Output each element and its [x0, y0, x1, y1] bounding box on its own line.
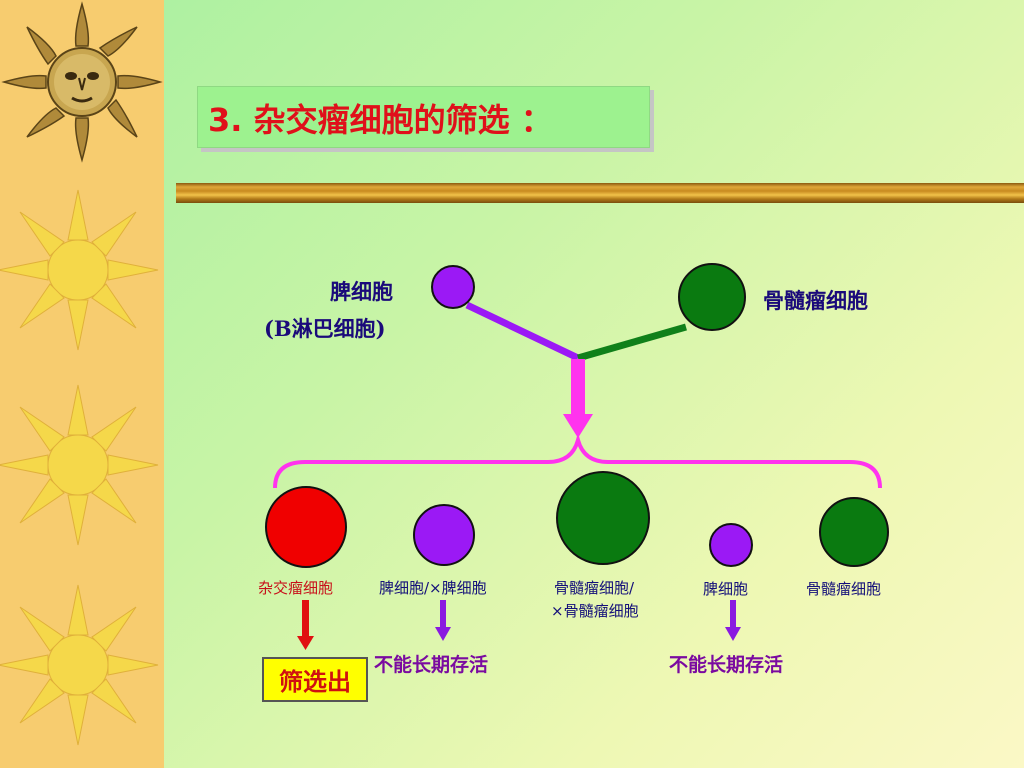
not-survive-right-arrow-head [725, 627, 741, 641]
selected-result-box: 筛选出 [262, 657, 368, 702]
selected-result-label: 筛选出 [279, 668, 351, 696]
not-survive-right-label: 不能长期存活 [669, 654, 784, 676]
myeloma-myeloma-fusion-cell [556, 471, 650, 565]
product-label-hybridoma: 杂交瘤细胞 [258, 579, 334, 597]
product-label-myeloma: 骨髓瘤细胞 [806, 580, 882, 598]
myeloma-cell-label: 骨髓瘤细胞 [763, 288, 868, 313]
spleen-cell-label: 脾细胞 [330, 279, 393, 304]
fusion-arrow-shaft [571, 359, 585, 416]
hybridoma-cell [265, 486, 347, 568]
title-box: 3. 杂交瘤细胞的筛选 ： [197, 86, 650, 148]
sun-icon [0, 189, 159, 351]
spleen-connector [465, 301, 580, 362]
slide-title: 3. 杂交瘤细胞的筛选 ： [208, 101, 553, 139]
spleen-cell [431, 265, 475, 309]
divider-rule [176, 183, 1024, 203]
product-brace [273, 432, 882, 489]
sun-icon [0, 584, 159, 746]
spleen-cell-sublabel: (B淋巴细胞) [264, 316, 386, 341]
product-label-spleen-spleen: 脾细胞/×脾细胞 [379, 579, 487, 597]
unfused-myeloma-cell [819, 497, 889, 567]
not-survive-left-arrow-head [435, 627, 451, 641]
sun-face-icon [1, 1, 163, 163]
not-survive-right-arrow-shaft [730, 600, 736, 630]
select-arrow-head [297, 636, 314, 650]
unfused-spleen-cell [709, 523, 753, 567]
product-label-spleen: 脾细胞 [703, 580, 749, 598]
product-label-myeloma-myeloma-line2: ×骨髓瘤细胞 [551, 602, 639, 620]
sidebar-decoration [0, 0, 164, 768]
product-label-myeloma-myeloma-line1: 骨髓瘤细胞/ [554, 579, 635, 597]
spleen-spleen-fusion-cell [413, 504, 475, 566]
not-survive-left-label: 不能长期存活 [374, 654, 489, 676]
myeloma-cell [678, 263, 746, 331]
select-arrow-shaft [302, 600, 309, 640]
not-survive-left-arrow-shaft [440, 600, 446, 630]
sun-icon [0, 384, 159, 546]
myeloma-connector [577, 323, 687, 362]
fusion-arrow-head [563, 414, 593, 438]
